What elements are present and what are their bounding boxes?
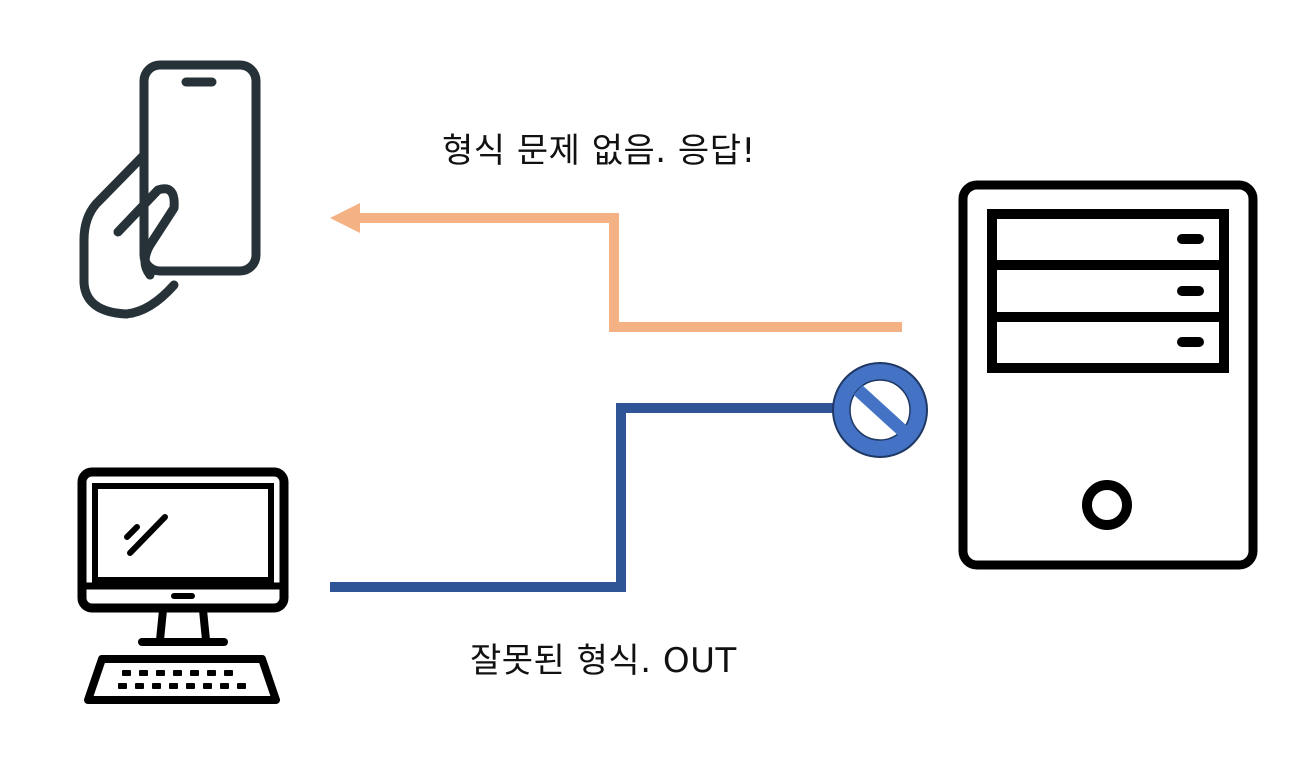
desktop-computer-icon [77,467,289,704]
smartphone-in-hand-icon [79,60,261,319]
response-arrow [330,203,902,332]
response-ok-label: 형식 문제 없음. 응답! [442,131,756,171]
prohibited-icon [832,362,928,458]
request-line [330,398,916,592]
server-tower-icon [958,180,1258,570]
rejected-format-label: 잘못된 형식. OUT [470,641,737,681]
